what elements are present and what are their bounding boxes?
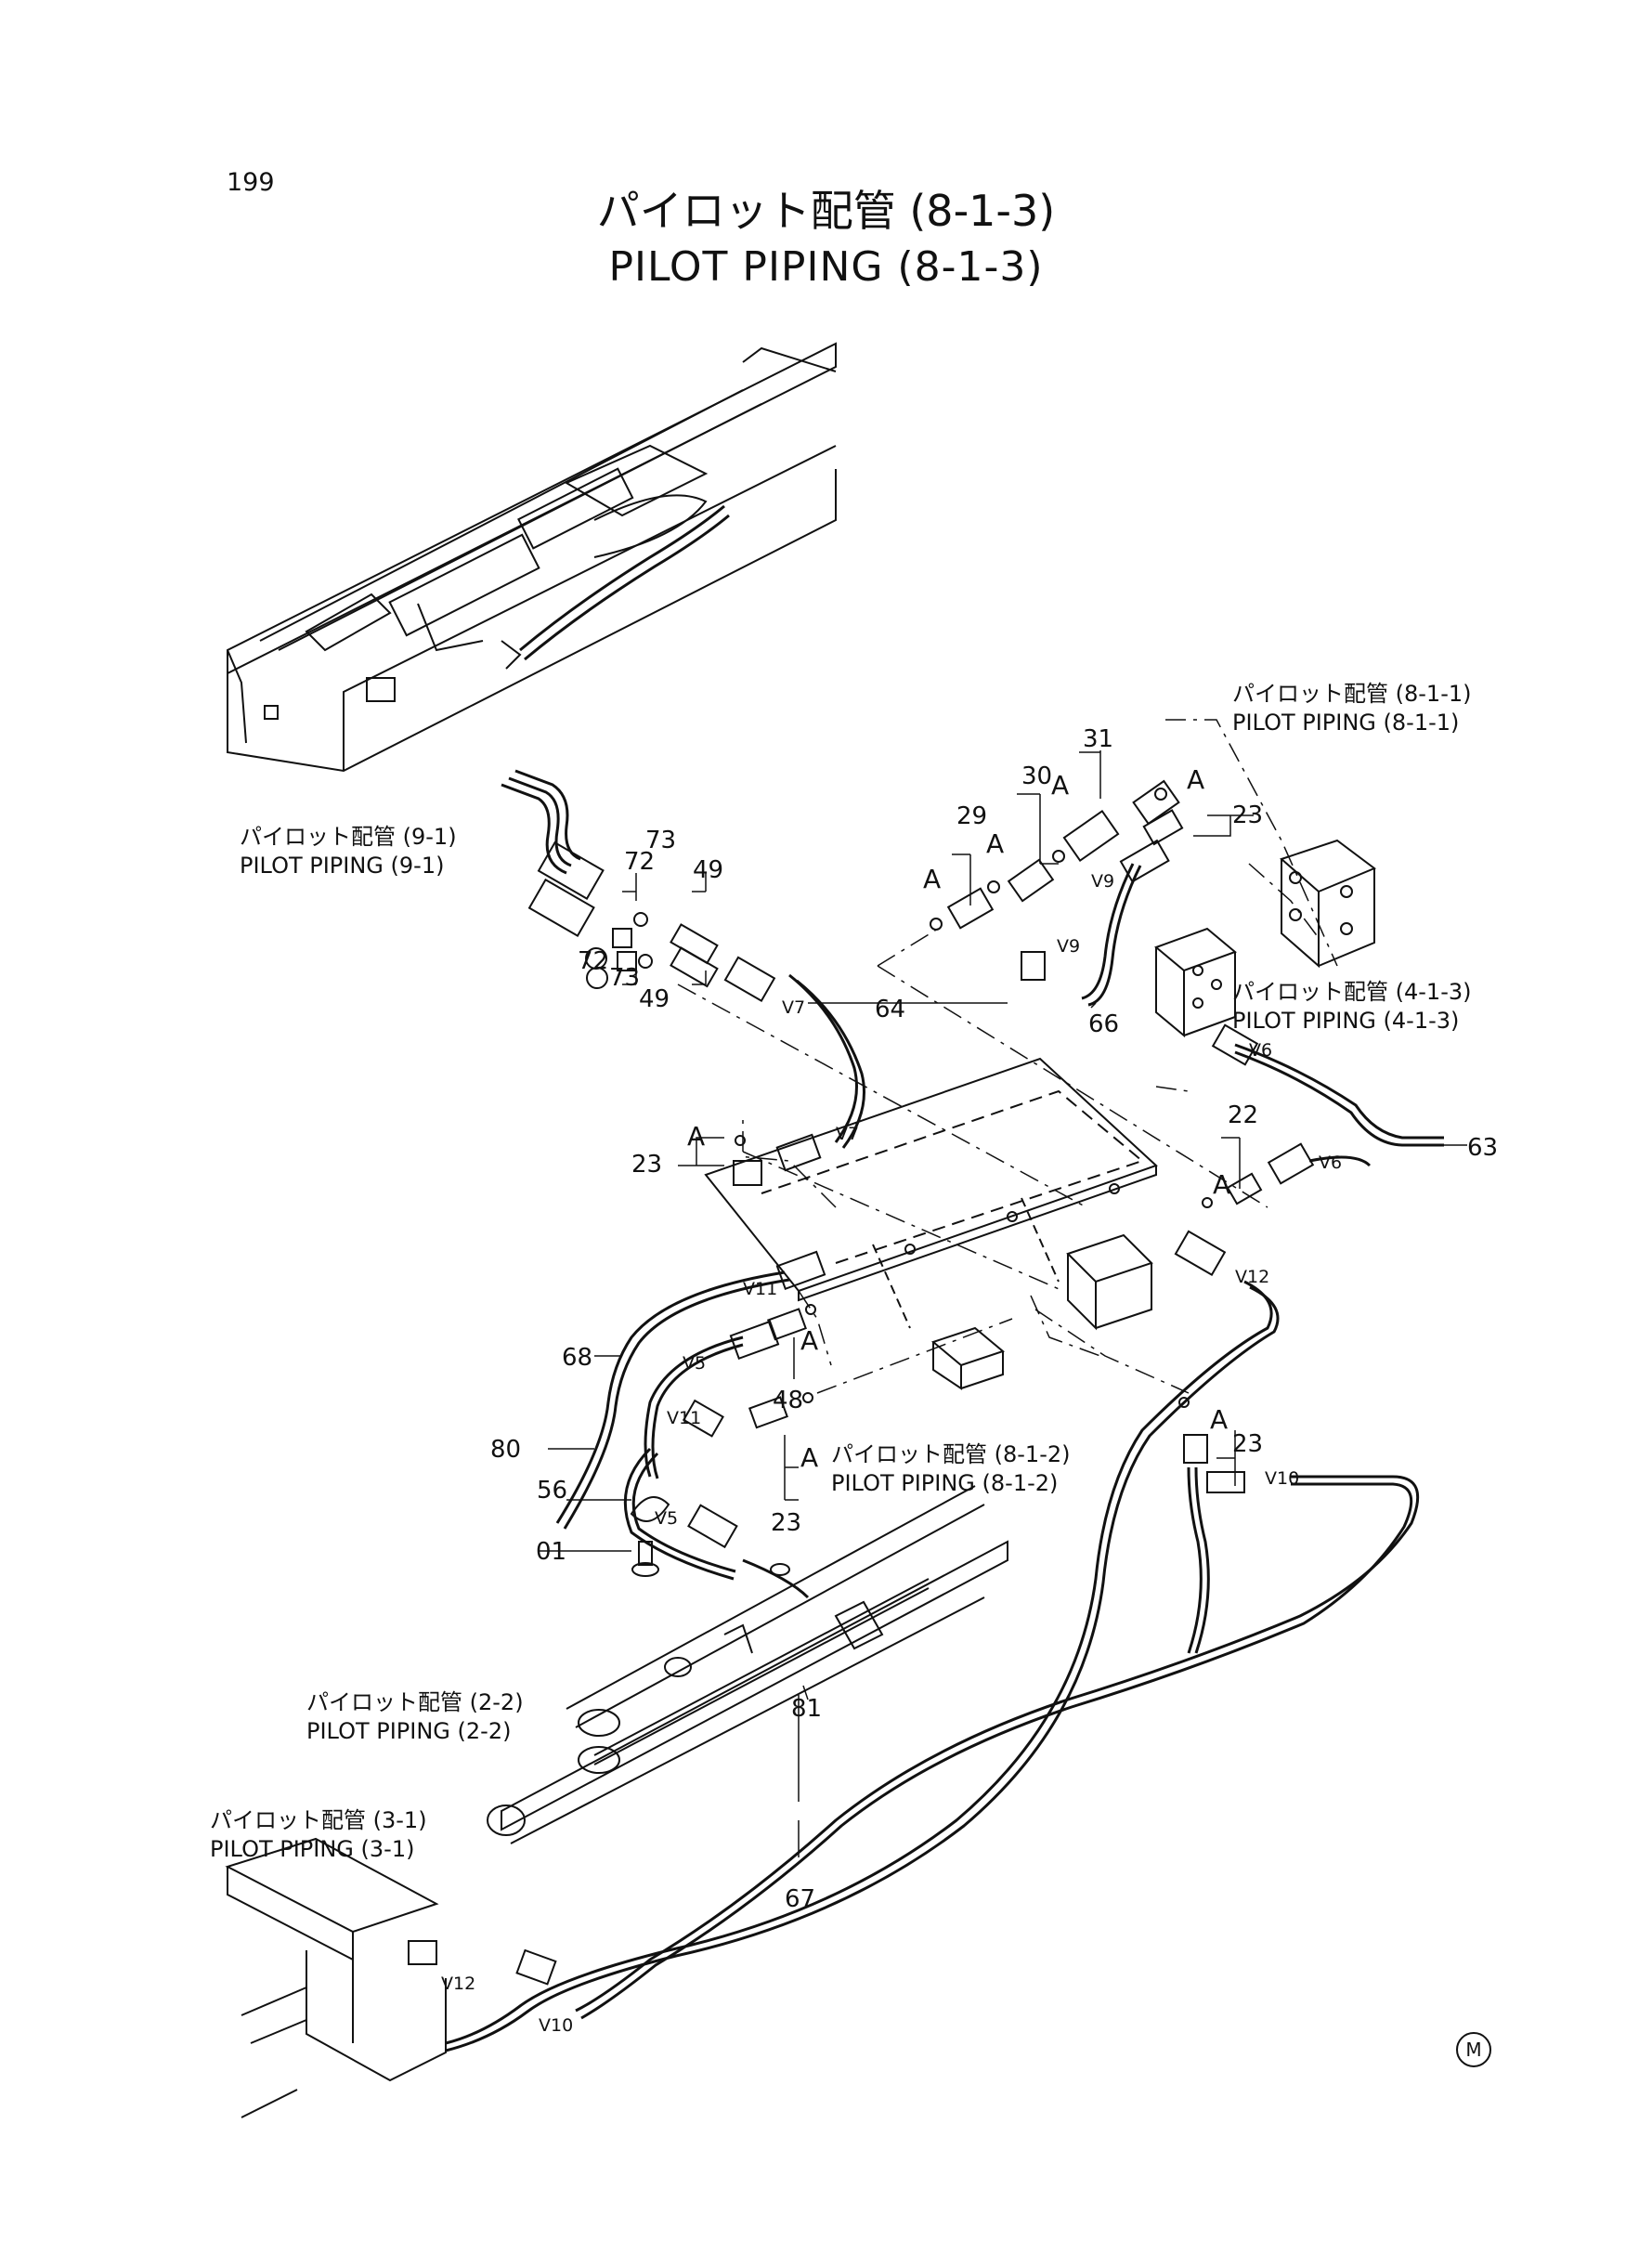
ref-3-1-jp: パイロット配管 (3-1): [210, 1807, 427, 1833]
part-number: 63: [1467, 1134, 1499, 1162]
hose-label: V10: [539, 2015, 574, 2036]
part-number: 30: [1021, 762, 1053, 790]
page-number: 199: [227, 168, 275, 197]
part-number: 23: [771, 1509, 802, 1537]
detail-mark: A: [1187, 764, 1205, 795]
ref-8-1-1-en: PILOT PIPING (8-1-1): [1232, 710, 1460, 736]
part-number: 73: [645, 827, 677, 854]
part-number: 72: [578, 947, 609, 975]
detail-mark: A: [1213, 1169, 1231, 1200]
ref-2-2-en: PILOT PIPING (2-2): [306, 1718, 512, 1744]
valve-plate: [704, 1057, 1158, 1329]
detail-mark: A: [800, 1442, 819, 1473]
title-english: PILOT PIPING (8-1-3): [608, 243, 1044, 291]
part-number: 73: [609, 964, 641, 992]
part-number: 23: [1232, 801, 1264, 829]
ref-9-1: パイロット配管 (9-1) PILOT PIPING (9-1): [240, 823, 457, 880]
part-number: 49: [639, 985, 670, 1013]
ref-8-1-1: パイロット配管 (8-1-1) PILOT PIPING (8-1-1): [1232, 680, 1471, 737]
ref-8-1-2: パイロット配管 (8-1-2) PILOT PIPING (8-1-2): [831, 1440, 1070, 1498]
ref-4-1-3-jp: パイロット配管 (4-1-3): [1232, 979, 1472, 1005]
ref-3-1: パイロット配管 (3-1) PILOT PIPING (3-1): [210, 1806, 427, 1864]
part-number: 81: [791, 1695, 823, 1723]
hose-label: V7: [782, 997, 806, 1018]
part-number: 29: [956, 802, 988, 830]
hoses: [445, 863, 1444, 2052]
ref-3-1-en: PILOT PIPING (3-1): [210, 1836, 415, 1862]
ref-8-1-2-en: PILOT PIPING (8-1-2): [831, 1470, 1059, 1496]
pipe-bar-assembly: [487, 1485, 1008, 1844]
part-number: 31: [1083, 725, 1114, 753]
fittings: [408, 779, 1315, 1986]
ref-4-1-3-en: PILOT PIPING (4-1-3): [1232, 1008, 1460, 1034]
ref-2-2: パイロット配管 (2-2) PILOT PIPING (2-2): [306, 1688, 524, 1746]
hose-label: V12: [1235, 1267, 1270, 1287]
part-number: 23: [631, 1151, 663, 1179]
leader-lines: [539, 750, 1467, 1857]
chassis-frame: [227, 342, 837, 773]
ref-4-1-3: パイロット配管 (4-1-3) PILOT PIPING (4-1-3): [1232, 978, 1471, 1036]
detail-mark: A: [1210, 1404, 1229, 1435]
hose-label: V11: [667, 1408, 702, 1428]
circled-m-mark: M: [1456, 2032, 1491, 2067]
part-number: 68: [562, 1344, 593, 1372]
ref-9-1-en: PILOT PIPING (9-1): [240, 853, 445, 879]
detail-mark: A: [1051, 770, 1070, 801]
ref-2-2-jp: パイロット配管 (2-2): [306, 1689, 524, 1715]
hose-label: V12: [441, 1974, 476, 1994]
detail-mark: A: [986, 828, 1005, 859]
valve-blocks: [225, 839, 1376, 2118]
title-japanese: パイロット配管 (8-1-3): [596, 186, 1056, 236]
part-number: 80: [490, 1436, 522, 1464]
part-number: 66: [1088, 1010, 1120, 1038]
hose-label: V5: [683, 1353, 707, 1374]
detail-mark: A: [800, 1325, 819, 1356]
hose-label: V10: [1265, 1468, 1300, 1489]
hose-label: V6: [1319, 1153, 1343, 1173]
ref-8-1-2-jp: パイロット配管 (8-1-2): [831, 1441, 1071, 1467]
part-number: 67: [785, 1885, 816, 1913]
ref-9-1-jp: パイロット配管 (9-1): [240, 824, 457, 850]
part-number: 01: [536, 1538, 567, 1566]
part-number: 56: [537, 1477, 568, 1505]
part-number: 64: [875, 996, 906, 1023]
part-number: 48: [773, 1387, 804, 1414]
upper-left-pipes: [501, 769, 581, 875]
part-number: 49: [693, 856, 724, 884]
part-number: 72: [624, 848, 656, 876]
hose-label: V9: [1091, 871, 1115, 892]
part-number: 23: [1232, 1430, 1264, 1458]
part-number: 22: [1228, 1101, 1259, 1129]
hose-label: V9: [1057, 936, 1081, 957]
hose-label: V5: [655, 1508, 679, 1529]
hose-label: V6: [1249, 1040, 1273, 1061]
ref-8-1-1-jp: パイロット配管 (8-1-1): [1232, 681, 1472, 707]
detail-mark: A: [923, 864, 942, 894]
hose-label: V7: [836, 1124, 860, 1144]
detail-mark: A: [687, 1121, 706, 1152]
hose-label: V11: [743, 1279, 778, 1299]
